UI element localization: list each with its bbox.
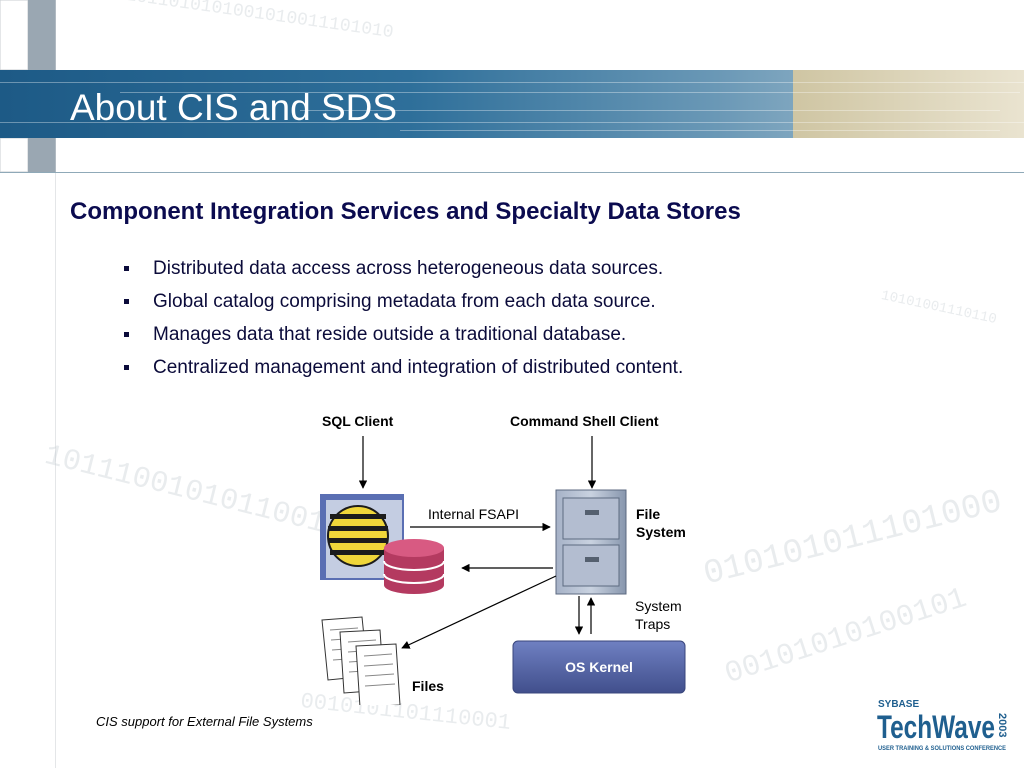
banner-streak (120, 92, 1020, 93)
background-binary-pattern: 00101010100101 (720, 581, 972, 693)
logo-name: TechWave (877, 709, 995, 745)
sql-client-label: SQL Client (322, 413, 394, 429)
banner-streak (300, 110, 1000, 111)
system-traps-label-line1: System (635, 598, 682, 614)
slide-title: About CIS and SDS (70, 87, 398, 128)
bullet-marker (124, 299, 129, 304)
logo-year: 2003 (996, 713, 1008, 737)
background-binary-pattern: 10101001110110 (879, 287, 999, 329)
bullet-text: Centralized management and integration o… (153, 357, 684, 378)
techwave-logo: SYBASE TechWave 2003 USER TRAINING & SOL… (877, 699, 1008, 752)
bullet-text: Manages data that reside outside a tradi… (153, 324, 627, 345)
banner-streak (0, 82, 1024, 83)
left-decorative-strip (0, 0, 56, 768)
cis-diagram: SQL Client Command Shell Client Internal… (320, 413, 686, 705)
bullet-item: Centralized management and integration o… (118, 351, 683, 384)
files-icon (321, 616, 401, 705)
banner-tan-accent (793, 70, 1024, 138)
file-cabinet-icon (555, 489, 627, 595)
files-arrow (401, 575, 557, 649)
title-banner (0, 70, 1024, 138)
os-kernel-box (512, 640, 686, 694)
bullet-text: Global catalog comprising metadata from … (153, 291, 656, 312)
file-system-label-line2: System (636, 524, 686, 540)
bullet-text: Distributed data access across heterogen… (153, 258, 664, 279)
bullet-marker (124, 266, 129, 271)
bullet-item: Distributed data access across heterogen… (118, 252, 683, 285)
bullet-marker (124, 332, 129, 337)
bullet-marker (124, 365, 129, 370)
background-binary-pattern: 010101011101000 (699, 483, 1007, 595)
bullet-item: Manages data that reside outside a tradi… (118, 318, 683, 351)
os-kernel-label: OS Kernel (565, 659, 633, 675)
logo-brand: SYBASE (878, 699, 919, 710)
slide-subtitle: Component Integration Services and Speci… (70, 198, 741, 225)
server-database-icon (320, 494, 445, 594)
title-divider (0, 172, 1024, 173)
command-shell-client-label: Command Shell Client (510, 413, 659, 429)
diagram-caption: CIS support for External File Systems (96, 714, 313, 729)
file-system-label-line1: File (636, 506, 660, 522)
banner-streak (400, 130, 1000, 131)
logo-tagline: USER TRAINING & SOLUTIONS CONFERENCE (878, 745, 1007, 752)
files-label: Files (412, 678, 444, 694)
system-traps-label-line2: Traps (635, 616, 670, 632)
bullet-item: Global catalog comprising metadata from … (118, 285, 683, 318)
internal-fsapi-label: Internal FSAPI (428, 506, 519, 522)
banner-streak (0, 122, 1024, 123)
background-binary-pattern: 0100001011010101001010011101010 (60, 0, 395, 44)
bullet-list: Distributed data access across heterogen… (118, 252, 683, 384)
